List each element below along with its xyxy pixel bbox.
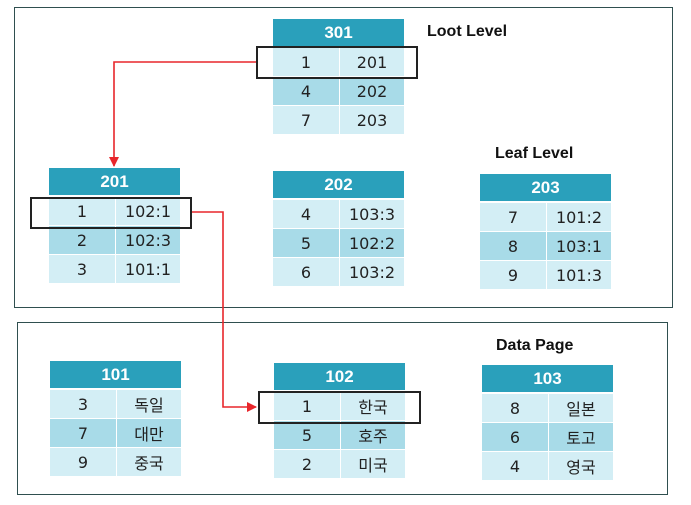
row-value: 101:3: [555, 265, 603, 285]
row-value: 토고: [566, 429, 596, 448]
table-row: 8 일본: [482, 393, 613, 422]
table-row: 6 103:2: [273, 257, 404, 286]
table-row: 4 103:3: [273, 199, 404, 228]
table-row: 3 독일: [50, 389, 181, 418]
page-202-header: 202: [273, 171, 404, 199]
row-key: 7: [273, 106, 340, 134]
row-key: 3: [50, 390, 117, 418]
arrow-201-to-102: [192, 211, 257, 412]
row-value: 102:3: [124, 230, 172, 250]
table-row: 5 호주: [274, 420, 405, 449]
page-203-table: 203 7 101:2 8 103:1 9 101:3: [480, 174, 611, 289]
table-row: 1 한국: [274, 391, 405, 420]
row-key: 6: [273, 258, 340, 286]
row-value: 102:1: [124, 201, 172, 221]
row-value: 영국: [566, 458, 596, 477]
row-key: 9: [50, 448, 117, 476]
row-key: 5: [273, 229, 340, 257]
page-101-header: 101: [50, 361, 181, 389]
table-row: 9 중국: [50, 447, 181, 476]
table-row: 3 101:1: [49, 254, 180, 283]
data-page-panel: [17, 322, 668, 495]
row-value: 일본: [566, 400, 596, 419]
row-value: 103:1: [555, 236, 603, 256]
page-301-table: 301 1 201 4 202 7 203: [273, 19, 404, 134]
row-key: 7: [50, 419, 117, 447]
row-value: 호주: [358, 427, 388, 446]
table-row: 5 102:2: [273, 228, 404, 257]
page-201-table: 201 1 102:1 2 102:3 3 101:1: [49, 168, 180, 283]
table-row: 7 203: [273, 105, 404, 134]
row-value: 103:3: [348, 204, 396, 224]
table-row: 2 102:3: [49, 225, 180, 254]
row-key: 2: [274, 450, 341, 478]
row-key: 4: [273, 200, 340, 228]
table-row: 4 영국: [482, 451, 613, 480]
table-row: 9 101:3: [480, 260, 611, 289]
row-key: 8: [480, 232, 547, 260]
row-value: 한국: [358, 398, 388, 417]
row-value: 103:2: [348, 262, 396, 282]
page-301-header: 301: [273, 19, 404, 47]
table-row: 8 103:1: [480, 231, 611, 260]
page-102-header: 102: [274, 363, 405, 391]
row-key: 1: [273, 48, 340, 76]
data-page-label: Data Page: [496, 337, 574, 354]
row-key: 1: [49, 197, 116, 225]
table-row: 7 101:2: [480, 202, 611, 231]
page-101-table: 101 3 독일 7 대만 9 중국: [50, 361, 181, 476]
row-value: 대만: [134, 425, 164, 444]
row-value: 102:2: [348, 233, 396, 253]
row-key: 4: [482, 452, 549, 480]
row-value: 201: [356, 52, 388, 72]
row-value: 독일: [134, 396, 164, 415]
row-value: 203: [356, 110, 388, 130]
row-key: 8: [482, 394, 549, 422]
row-key: 7: [480, 203, 547, 231]
table-row: 2 미국: [274, 449, 405, 478]
table-row: 1 201: [273, 47, 404, 76]
page-102-table: 102 1 한국 5 호주 2 미국: [274, 363, 405, 478]
row-key: 5: [274, 421, 341, 449]
row-value: 101:1: [124, 259, 172, 279]
root-level-label: Loot Level: [427, 23, 508, 40]
row-value: 202: [356, 81, 388, 101]
table-row: 7 대만: [50, 418, 181, 447]
table-row: 1 102:1: [49, 196, 180, 225]
highlight-301-row-1: [256, 46, 418, 79]
leaf-level-label: Leaf Level: [495, 145, 574, 162]
row-key: 3: [49, 255, 116, 283]
page-202-table: 202 4 103:3 5 102:2 6 103:2: [273, 171, 404, 286]
index-levels-panel: [14, 7, 673, 308]
highlight-102-row-1: [258, 391, 421, 424]
row-key: 4: [273, 77, 340, 105]
page-201-header: 201: [49, 168, 180, 196]
table-row: 4 202: [273, 76, 404, 105]
row-key: 9: [480, 261, 547, 289]
table-row: 6 토고: [482, 422, 613, 451]
arrow-301-to-201: [109, 61, 256, 167]
page-103-table: 103 8 일본 6 토고 4 영국: [482, 365, 613, 480]
highlight-201-row-1: [30, 197, 192, 229]
row-value: 미국: [358, 456, 388, 475]
row-value: 101:2: [555, 207, 603, 227]
row-key: 6: [482, 423, 549, 451]
page-203-header: 203: [480, 174, 611, 202]
page-103-header: 103: [482, 365, 613, 393]
row-key: 2: [49, 226, 116, 254]
row-value: 중국: [134, 454, 164, 473]
row-key: 1: [274, 392, 341, 420]
